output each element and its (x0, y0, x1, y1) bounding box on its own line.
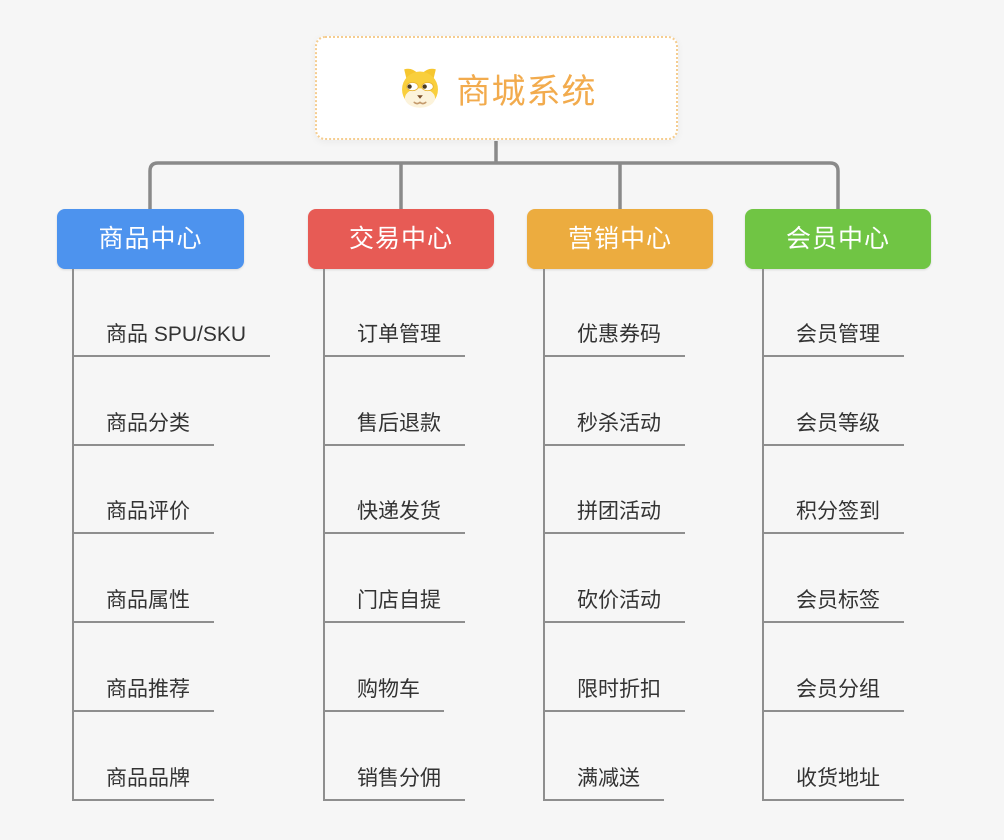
branch-children-member: 会员管理 会员等级 积分签到 会员标签 会员分组 收货地址 (762, 269, 1004, 801)
branch-children-marketing: 优惠券码 秒杀活动 拼团活动 砍价活动 限时折扣 满减送 (543, 269, 795, 801)
leaf-item[interactable]: 拼团活动 (543, 497, 685, 534)
leaf-item[interactable]: 满减送 (543, 764, 664, 801)
leaf-item[interactable]: 积分签到 (762, 497, 904, 534)
leaf-item[interactable]: 会员等级 (762, 409, 904, 446)
dog-face-icon (397, 65, 443, 111)
leaf-item[interactable]: 订单管理 (323, 320, 465, 357)
leaf-item[interactable]: 收货地址 (762, 764, 904, 801)
leaf-item[interactable]: 会员管理 (762, 320, 904, 357)
leaf-item[interactable]: 销售分佣 (323, 764, 465, 801)
branch-children-product: 商品 SPU/SKU 商品分类 商品评价 商品属性 商品推荐 商品品牌 (72, 269, 324, 801)
branch-box-product-center[interactable]: 商品中心 (57, 209, 244, 269)
root-node[interactable]: 商城系统 (315, 36, 678, 140)
leaf-item[interactable]: 优惠券码 (543, 320, 685, 357)
leaf-item[interactable]: 秒杀活动 (543, 409, 685, 446)
leaf-item[interactable]: 会员标签 (762, 586, 904, 623)
leaf-item[interactable]: 商品评价 (72, 497, 214, 534)
leaf-item[interactable]: 商品 SPU/SKU (72, 320, 271, 357)
leaf-item[interactable]: 商品分类 (72, 409, 214, 446)
leaf-item[interactable]: 快递发货 (323, 497, 465, 534)
leaf-item[interactable]: 砍价活动 (543, 586, 685, 623)
branch-box-marketing-center[interactable]: 营销中心 (527, 209, 713, 269)
branch-children-trade: 订单管理 售后退款 快递发货 门店自提 购物车 销售分佣 (323, 269, 575, 801)
leaf-item[interactable]: 门店自提 (323, 586, 465, 623)
leaf-item[interactable]: 限时折扣 (543, 675, 685, 712)
leaf-item[interactable]: 商品品牌 (72, 764, 214, 801)
leaf-item[interactable]: 商品推荐 (72, 675, 214, 712)
root-title: 商城系统 (456, 72, 597, 111)
branch-box-member-center[interactable]: 会员中心 (745, 209, 931, 269)
leaf-item[interactable]: 会员分组 (762, 675, 904, 712)
leaf-item[interactable]: 购物车 (323, 675, 444, 712)
leaf-item[interactable]: 售后退款 (323, 409, 465, 446)
branch-box-trade-center[interactable]: 交易中心 (308, 209, 494, 269)
leaf-item[interactable]: 商品属性 (72, 586, 214, 623)
branch-rail-line (148, 161, 840, 209)
